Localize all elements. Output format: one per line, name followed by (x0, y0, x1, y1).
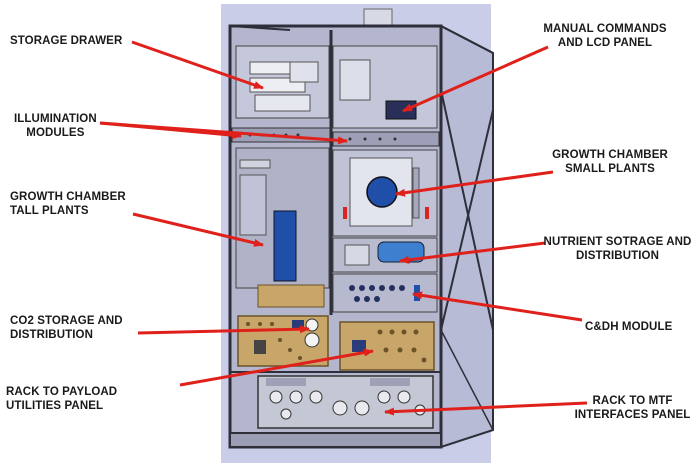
label-rack-to-payload: RACK TO PAYLOAD UTILITIES PANEL (6, 385, 117, 413)
arrow-nutrient (399, 241, 546, 264)
arrow-illumination-right (99, 121, 348, 145)
label-cdh-module: C&DH MODULE (585, 320, 672, 334)
arrow-growth-tall (132, 212, 264, 247)
label-storage-drawer-line1: STORAGE DRAWER (10, 35, 123, 47)
arrow-rack-mtf (384, 401, 588, 416)
label-growth-small-line2: SMALL PLANTS (565, 163, 655, 175)
label-rack-mtf-line1: RACK TO MTF (592, 395, 673, 407)
label-growth-tall-line1: GROWTH CHAMBER (10, 191, 126, 203)
label-illumination-line1: ILLUMINATION (14, 113, 97, 125)
label-manual-line2: AND LCD PANEL (557, 37, 653, 49)
tall-plant-block (273, 210, 297, 282)
label-co2-line1: CO2 STORAGE AND (10, 315, 123, 327)
arrow-storage-drawer (131, 40, 264, 90)
label-growth-small-line1: GROWTH CHAMBER (552, 149, 668, 161)
arrow-co2 (137, 325, 310, 335)
label-nutrient-line2: DISTRIBUTION (576, 250, 659, 262)
label-illumination-modules: ILLUMINATION MODULES (14, 112, 97, 140)
label-rack-to-mtf: RACK TO MTF INTERFACES PANEL (570, 394, 695, 422)
label-growth-tall-line2: TALL PLANTS (10, 205, 89, 217)
arrow-manual-commands (402, 45, 549, 113)
storage-drawer-unit (235, 45, 330, 119)
label-manual-commands: MANUAL COMMANDS AND LCD PANEL (535, 22, 675, 50)
label-nutrient-line1: NUTRIENT SOTRAGE AND (543, 236, 692, 248)
arrow-growth-small (395, 170, 554, 197)
label-rack-payload-line1: RACK TO PAYLOAD (6, 386, 118, 398)
label-cdh-line1: C&DH MODULE (585, 321, 673, 333)
label-illumination-line2: MODULES (26, 127, 85, 139)
label-rack-payload-line2: UTILITIES PANEL (6, 400, 104, 412)
arrow-rack-payload (179, 348, 374, 387)
label-growth-chamber-tall: GROWTH CHAMBER TALL PLANTS (10, 190, 126, 218)
label-growth-chamber-small: GROWTH CHAMBER SMALL PLANTS (545, 148, 675, 176)
label-co2-storage: CO2 STORAGE AND DISTRIBUTION (10, 314, 123, 342)
label-co2-line2: DISTRIBUTION (10, 329, 93, 341)
arrow-cdh (412, 291, 583, 322)
label-manual-line1: MANUAL COMMANDS (543, 23, 667, 35)
lcd-panel-shape (385, 100, 417, 120)
top-cap (363, 8, 393, 27)
label-storage-drawer: STORAGE DRAWER (10, 34, 122, 48)
small-plant-dome (366, 176, 398, 208)
tall-chamber-base (257, 284, 325, 308)
label-nutrient-storage: NUTRIENT SOTRAGE AND DISTRIBUTION (540, 235, 695, 263)
label-rack-mtf-line2: INTERFACES PANEL (574, 409, 691, 421)
